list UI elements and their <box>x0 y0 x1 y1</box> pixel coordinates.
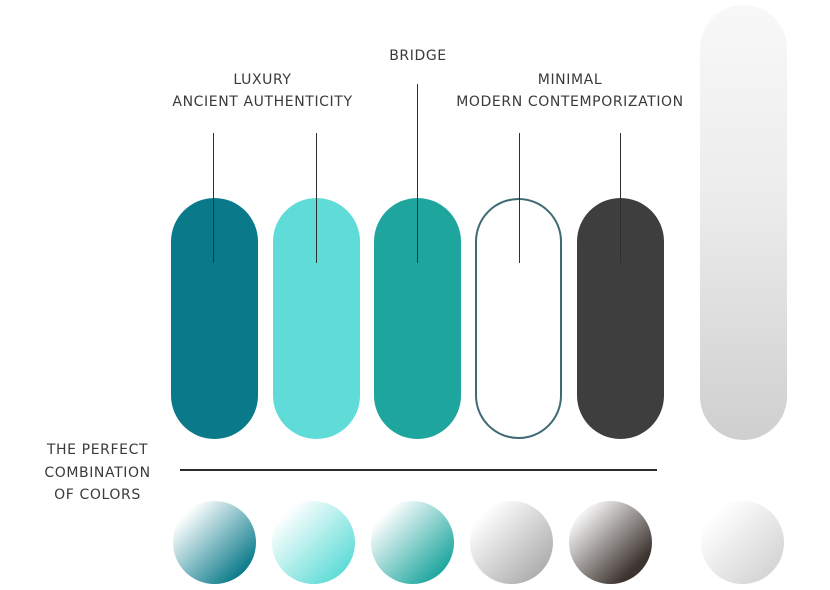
gradient-circle-light-aqua <box>272 501 355 584</box>
minimal-label: MINIMAL MODERN CONTEMPORIZATION <box>450 69 690 113</box>
leader-line-minimal-left <box>519 133 520 263</box>
gradient-circle-charcoal <box>569 501 652 584</box>
luxury-label-line1: LUXURY <box>233 72 292 88</box>
swatch-pill-deep-teal <box>171 198 258 439</box>
swatch-pill-silver <box>700 5 787 440</box>
gradient-circle-deep-teal <box>173 501 256 584</box>
combination-caption: THE PERFECT COMBINATION OF COLORS <box>30 439 165 507</box>
minimal-label-line2: MODERN CONTEMPORIZATION <box>456 94 684 110</box>
luxury-label-line2: ANCIENT AUTHENTICITY <box>172 94 353 110</box>
gradient-circle-silver <box>470 501 553 584</box>
gradient-circle-light-silver <box>701 501 784 584</box>
leader-line-luxury-left <box>213 133 214 263</box>
minimal-label-line1: MINIMAL <box>537 72 603 88</box>
leader-line-minimal-right <box>620 133 621 263</box>
divider-line <box>180 469 657 471</box>
leader-line-bridge <box>417 84 418 263</box>
combination-caption-line1: THE PERFECT <box>46 442 149 458</box>
combination-caption-line2: COMBINATION <box>44 464 151 481</box>
gradient-circle-teal <box>371 501 454 584</box>
leader-line-luxury-right <box>316 133 317 263</box>
swatch-pill-white-outline <box>475 198 562 439</box>
bridge-label: BRIDGE <box>389 48 447 64</box>
combination-caption-line3: OF COLORS <box>54 487 141 503</box>
luxury-label: LUXURY ANCIENT AUTHENTICITY <box>170 69 355 113</box>
